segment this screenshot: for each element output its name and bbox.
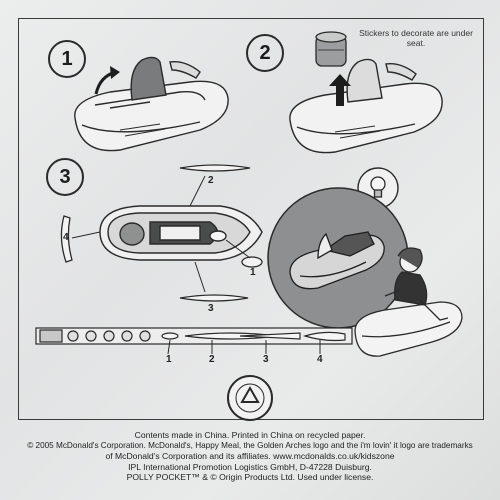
strip-label-1: 1 xyxy=(166,354,172,365)
step-3-number: 3 xyxy=(46,158,84,196)
sticker-note: Stickers to decorate are under seat. xyxy=(356,28,476,48)
strip-label-2: 2 xyxy=(209,354,215,365)
part-label-2: 2 xyxy=(208,175,214,186)
strip-label-3: 3 xyxy=(263,354,269,365)
step-2-number: 2 xyxy=(246,34,284,72)
part-label-3: 3 xyxy=(208,303,214,314)
recycle-icon xyxy=(228,376,272,420)
jetski-topview xyxy=(100,206,262,260)
footer-line-1: Contents made in China. Printed in China… xyxy=(0,430,500,441)
footer-line-2: © 2005 McDonald's Corporation. McDonald'… xyxy=(0,441,500,452)
part-label-4: 4 xyxy=(63,232,69,243)
sticker-canister xyxy=(316,32,346,66)
part-label-1: 1 xyxy=(250,267,256,278)
strip-label-4: 4 xyxy=(317,354,323,365)
footer-line-5: POLLY POCKET™ & © Origin Products Ltd. U… xyxy=(0,472,500,483)
footer-line-3: of McDonald's Corporation and its affili… xyxy=(0,451,500,462)
footer-line-4: IPL International Promotion Logistics Gm… xyxy=(0,462,500,473)
jetski-step2 xyxy=(290,59,442,152)
step-1-number: 1 xyxy=(48,40,86,78)
legal-footer: Contents made in China. Printed in China… xyxy=(0,430,500,483)
sticker-strip xyxy=(36,328,352,354)
jetski-step1 xyxy=(75,57,228,150)
